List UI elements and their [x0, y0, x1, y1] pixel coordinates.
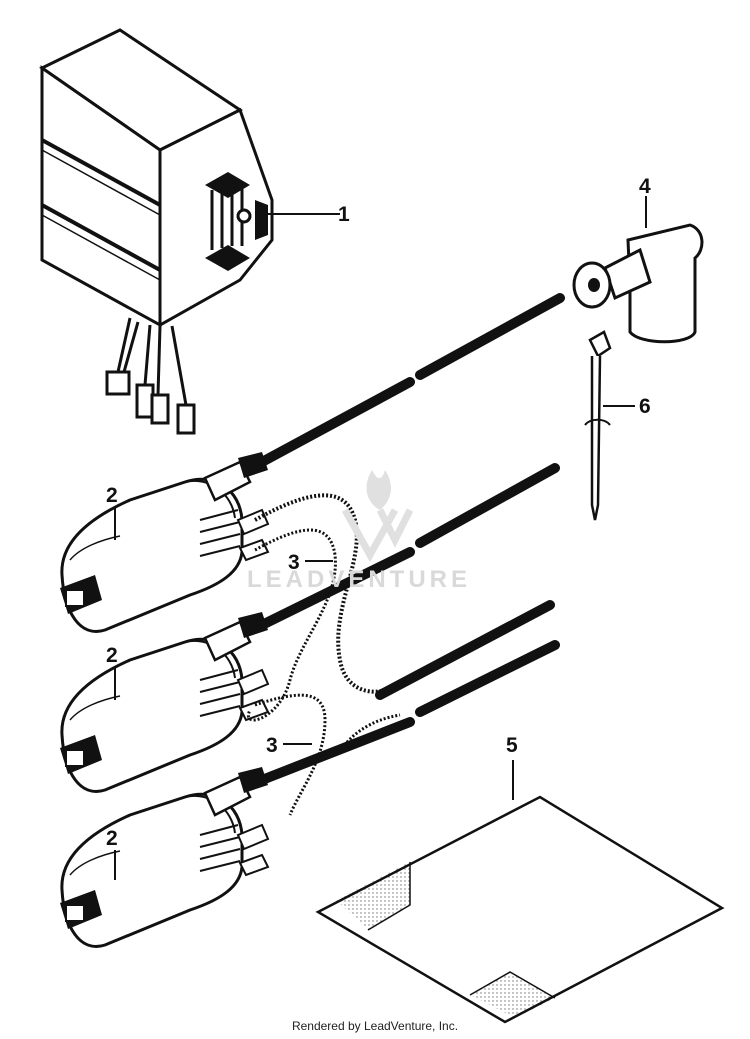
cdi-unit [39, 28, 340, 435]
callout-2-bottom: 2 [106, 827, 118, 850]
watermark: LEADVENTURE [247, 470, 471, 593]
callout-3-bottom: 3 [266, 734, 278, 757]
callout-leaders [114, 507, 333, 880]
watermark-text: LEADVENTURE [247, 566, 471, 593]
spark-plug-cap [572, 196, 704, 344]
callout-6: 6 [639, 395, 651, 418]
ignition-coil-3 [58, 765, 270, 948]
callout-1: 1 [338, 203, 350, 226]
instruction-sheet [315, 760, 725, 1024]
footer-credit: Rendered by LeadVenture, Inc. [291, 1019, 459, 1033]
callout-4: 4 [639, 175, 651, 198]
callout-3-top: 3 [288, 551, 300, 574]
ignition-coil-2 [58, 610, 270, 793]
callout-2-middle: 2 [106, 644, 118, 667]
ignition-coil-1 [58, 450, 270, 633]
cable-tie [584, 330, 635, 521]
callout-2-top: 2 [106, 484, 118, 507]
callout-5: 5 [506, 734, 518, 757]
high-tension-leads [257, 293, 565, 785]
lead-wires [246, 493, 401, 816]
